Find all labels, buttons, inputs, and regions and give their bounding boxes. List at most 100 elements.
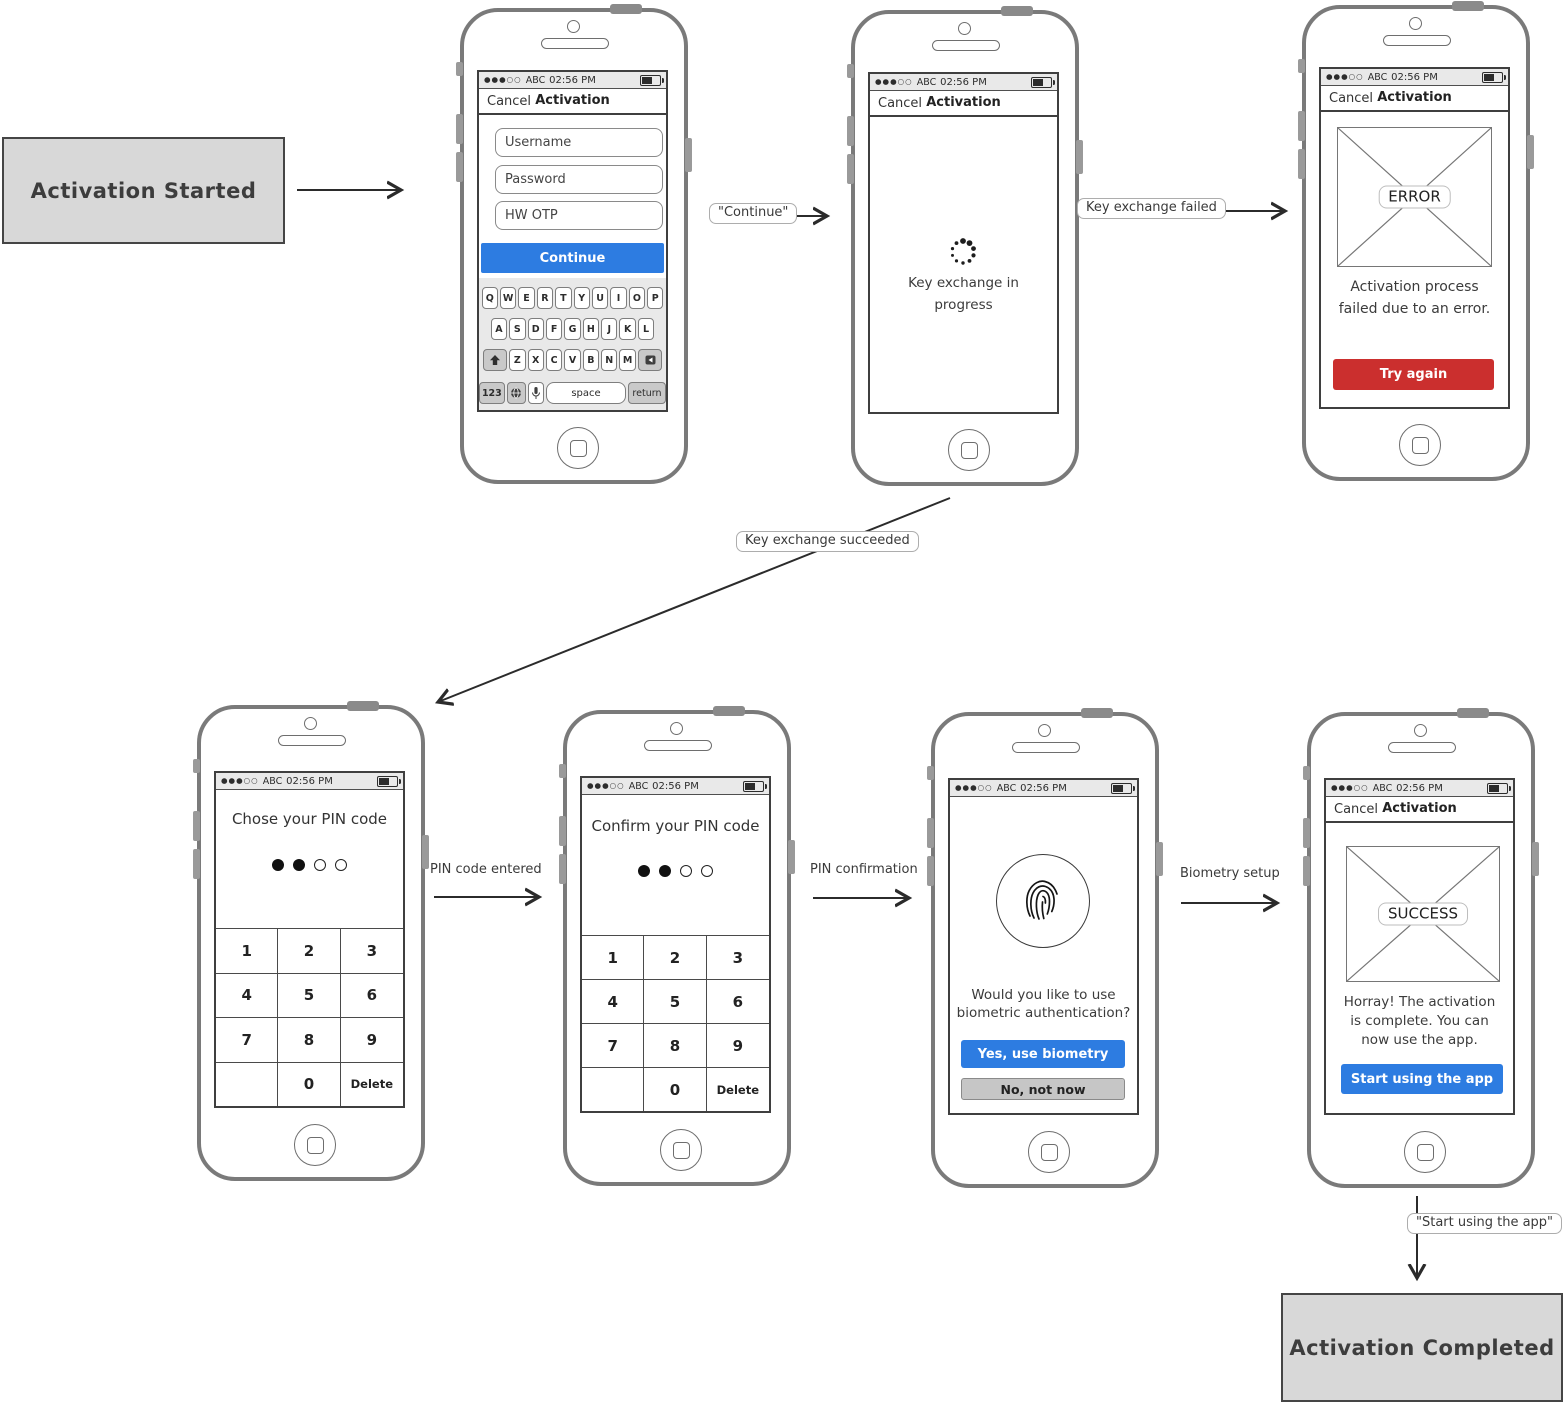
keypad-key-delete[interactable]: Delete (340, 1061, 403, 1107)
home-button[interactable] (294, 1124, 336, 1166)
key-d[interactable]: D (527, 318, 544, 340)
keypad-key-8[interactable]: 8 (278, 1017, 341, 1062)
cancel-button[interactable]: Cancel (1334, 802, 1379, 817)
yes-use-biometry-button[interactable]: Yes, use biometry (961, 1040, 1125, 1068)
home-button[interactable] (1404, 1131, 1446, 1173)
space-key[interactable]: space (546, 382, 626, 404)
keypad-key-9[interactable]: 9 (340, 1017, 403, 1062)
key-e[interactable]: E (518, 287, 535, 309)
home-button[interactable] (660, 1129, 702, 1171)
key-a[interactable]: A (490, 318, 508, 340)
key-r[interactable]: R (536, 287, 554, 309)
signal-strength-icon: ●●●○○ (221, 776, 259, 785)
keypad-key-3[interactable]: 3 (706, 935, 769, 979)
key-s[interactable]: S (509, 318, 526, 340)
key-l[interactable]: L (637, 318, 655, 340)
battery-icon (1031, 76, 1055, 88)
camera-icon (304, 717, 317, 730)
no-not-now-button[interactable]: No, not now (961, 1078, 1125, 1100)
key-u[interactable]: U (591, 287, 609, 309)
key-y[interactable]: Y (573, 287, 590, 309)
keypad-key-delete[interactable]: Delete (706, 1067, 769, 1111)
key-n[interactable]: N (601, 349, 618, 371)
return-key[interactable]: return (627, 382, 666, 404)
battery-icon (1487, 782, 1511, 794)
keypad-key-6[interactable]: 6 (340, 972, 403, 1018)
backspace-key[interactable] (637, 349, 662, 371)
keypad-key-5[interactable]: 5 (644, 979, 707, 1023)
key-x[interactable]: X (527, 349, 544, 371)
key-h[interactable]: H (582, 318, 600, 340)
keypad-key-6[interactable]: 6 (706, 979, 769, 1023)
power-button (347, 701, 379, 711)
volume-down-button (559, 854, 566, 884)
key-i[interactable]: I (610, 287, 627, 309)
key-k[interactable]: K (619, 318, 636, 340)
hw-otp-field[interactable]: HW OTP (495, 201, 663, 230)
battery-icon (743, 780, 767, 792)
power-button (1457, 708, 1489, 718)
keypad-key-2[interactable]: 2 (644, 935, 707, 979)
key-z[interactable]: Z (509, 349, 526, 371)
key-v[interactable]: V (564, 349, 581, 371)
home-button[interactable] (1028, 1131, 1070, 1173)
key-b[interactable]: B (582, 349, 600, 371)
cancel-button[interactable]: Cancel (487, 94, 532, 109)
keypad-key-3[interactable]: 3 (340, 928, 403, 973)
volume-down-button (927, 856, 934, 886)
keypad-key-1[interactable]: 1 (216, 928, 279, 973)
clock-label: 02:56 PM (1391, 71, 1438, 83)
carrier-label: ABC (525, 74, 546, 86)
key-m[interactable]: M (619, 349, 636, 371)
keypad-key-0[interactable]: 0 (644, 1067, 707, 1111)
globe-key[interactable] (506, 382, 526, 404)
home-button[interactable] (1399, 424, 1441, 466)
keypad-key-0[interactable]: 0 (278, 1061, 341, 1106)
password-field[interactable]: Password (495, 165, 663, 194)
confirm-pin-title: Confirm your PIN code (591, 817, 760, 835)
keypad-key-4[interactable]: 4 (582, 979, 645, 1023)
keypad-key-2[interactable]: 2 (278, 928, 341, 973)
camera-icon (1414, 724, 1427, 737)
speaker-icon (1388, 742, 1456, 753)
username-field[interactable]: Username (495, 128, 663, 157)
home-button-square (306, 1136, 324, 1154)
mute-switch (1298, 59, 1305, 73)
side-button (1156, 842, 1163, 876)
key-q[interactable]: Q (481, 287, 498, 309)
try-again-button[interactable]: Try again (1333, 359, 1494, 390)
key-j[interactable]: J (601, 318, 618, 340)
key-f[interactable]: F (545, 318, 563, 340)
volume-down-button (1303, 856, 1310, 886)
start-using-the-app-button[interactable]: Start using the app (1341, 1064, 1503, 1094)
continue-button[interactable]: Continue (481, 243, 664, 273)
nav-title: Activation (1377, 90, 1452, 105)
success-message: Horray! The activation is complete. You … (1326, 993, 1513, 1050)
cancel-button[interactable]: Cancel (878, 96, 923, 111)
key-g[interactable]: G (564, 318, 581, 340)
keypad-key-1[interactable]: 1 (582, 935, 645, 979)
dictation-key[interactable] (527, 382, 545, 404)
keypad-key-4[interactable]: 4 (216, 972, 279, 1017)
keypad-key-9[interactable]: 9 (706, 1023, 769, 1067)
key-w[interactable]: W (499, 287, 517, 309)
choose-pin-screen: ●●●○○ ABC 02:56 PM Chose your PIN code 1… (214, 771, 405, 1108)
home-button[interactable] (557, 427, 599, 469)
keypad-key-7[interactable]: 7 (582, 1023, 645, 1067)
keypad-key-5[interactable]: 5 (278, 972, 341, 1017)
status-bar: ●●●○○ ABC 02:56 PM (216, 773, 403, 790)
key-o[interactable]: O (628, 287, 646, 309)
key-c[interactable]: C (545, 349, 563, 371)
key-t[interactable]: T (555, 287, 572, 309)
cancel-button[interactable]: Cancel (1329, 91, 1374, 106)
numbers-key[interactable]: 123 (479, 382, 505, 404)
nav-bar: Cancel Activation (870, 91, 1057, 117)
mute-switch (456, 62, 463, 76)
key-p[interactable]: P (647, 287, 664, 309)
keypad-key-7[interactable]: 7 (216, 1017, 279, 1062)
keypad-key-8[interactable]: 8 (644, 1023, 707, 1067)
status-bar: ●●●○○ ABC 02:56 PM (870, 74, 1057, 91)
nav-bar: Cancel Activation (479, 89, 666, 115)
home-button[interactable] (948, 429, 990, 471)
shift-key[interactable] (483, 349, 508, 371)
